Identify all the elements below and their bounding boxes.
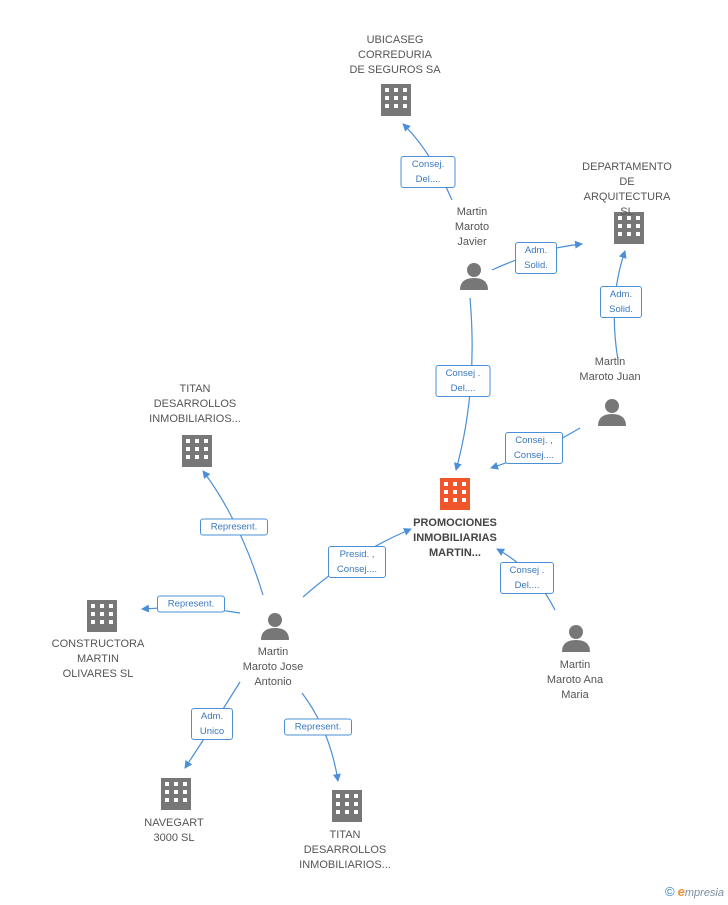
person-label-jose-antonio[interactable]: Martin Maroto Jose Antonio [242,646,304,688]
company-label-constructora[interactable]: CONSTRUCTORA MARTIN OLIVARES SL [51,638,145,680]
relation-label: Represent. [284,718,352,736]
person-label-javier[interactable]: Martin Maroto Javier [454,206,490,248]
relation-label: Adm. Solid. [515,242,557,274]
relation-label: Represent. [157,595,225,613]
company-label-titan-top[interactable]: TITAN DESARROLLOS INMOBILIARIOS... [149,383,241,425]
building-icon-main [440,478,470,510]
relation-label: Adm. Solid. [600,286,642,318]
company-label-ubicaseg[interactable]: UBICASEG CORREDURIA DE SEGUROS SA [349,34,441,76]
brand-initial: e [677,884,685,899]
company-label-departamento[interactable]: DEPARTAMENTO DE ARQUITECTURA SL [582,161,672,218]
person-icon [261,613,289,640]
building-icon [381,84,411,116]
person-label-juan[interactable]: Martin Maroto Juan [579,356,641,383]
relation-label: Consej . Del.... [435,365,491,397]
company-label-navegart[interactable]: NAVEGART 3000 SL [144,817,204,844]
building-icon [87,600,117,632]
brand-name: mpresia [684,887,724,899]
copyright-symbol: © [665,884,675,899]
relation-label: Consej. Del.... [400,156,456,188]
building-icon [614,212,644,244]
building-icon [182,435,212,467]
brand-logo: ©empresia [665,884,724,899]
building-icon [161,778,191,810]
relation-label: Adm. Unico [191,708,233,740]
edge-jose-titan-bottom [301,692,341,782]
person-label-ana-maria[interactable]: Martin Maroto Ana Maria [546,659,604,701]
relation-label: Presid. , Consej.... [328,546,386,578]
person-icon [598,399,626,426]
relation-label: Consej . Del.... [500,562,554,594]
relation-label: Consej. , Consej.... [505,432,563,464]
building-icon [332,790,362,822]
relation-label: Represent. [200,518,268,536]
person-icon [562,625,590,652]
company-label-promociones[interactable]: PROMOCIONES INMOBILIARIAS MARTIN... [413,517,497,559]
person-icon [460,263,488,290]
company-label-titan-bottom[interactable]: TITAN DESARROLLOS INMOBILIARIOS... [299,829,391,871]
